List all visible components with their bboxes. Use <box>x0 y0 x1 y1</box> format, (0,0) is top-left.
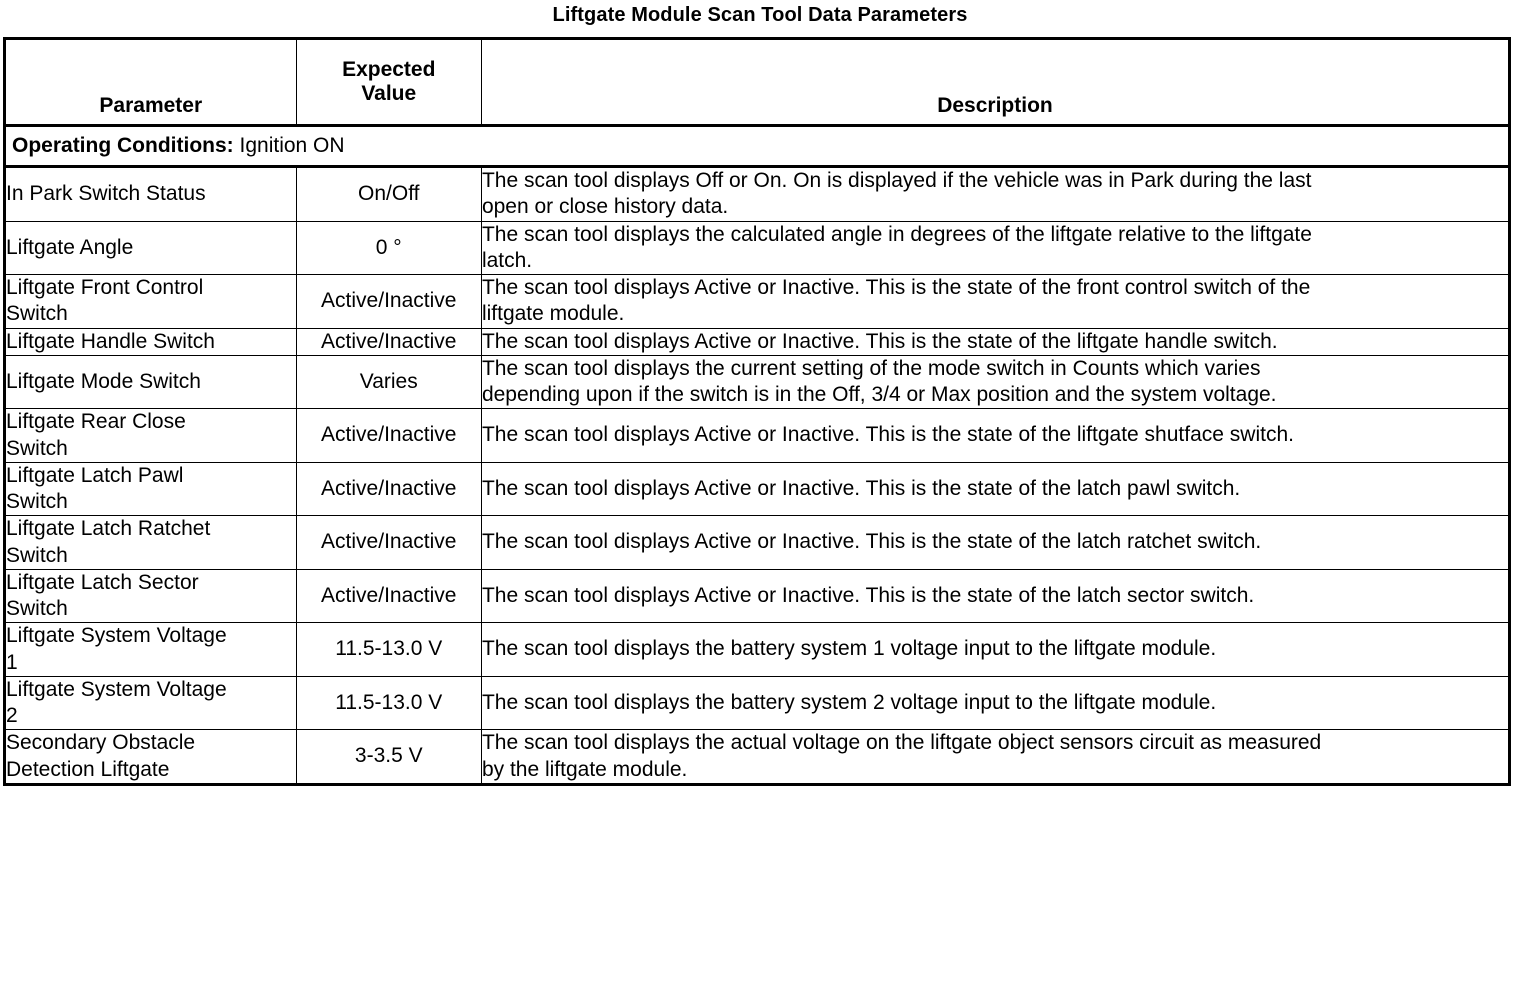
description-line: The scan tool displays the actual voltag… <box>481 731 1322 755</box>
parameter-line: Liftgate Mode Switch <box>6 369 201 393</box>
parameter-cell: In Park Switch Status <box>4 166 297 222</box>
expected-value-cell: 11.5-13.0 V <box>295 622 482 677</box>
description-line: latch. <box>481 248 533 272</box>
description-line: The scan tool displays Active or Inactiv… <box>481 476 1241 500</box>
expected-value-cell: 11.5-13.0 V <box>295 675 482 731</box>
expected-value-cell: Active/Inactive <box>295 515 482 570</box>
description-line: The scan tool displays the calculated an… <box>481 222 1312 246</box>
table-row: Liftgate Angle 0 °The scan tool displays … <box>4 220 1511 275</box>
operating-conditions-label: Operating Conditions: <box>12 134 234 157</box>
parameter-line: Liftgate Latch Sector <box>6 570 199 594</box>
description-cell: The scan tool displays Active or Inactiv… <box>480 461 1511 517</box>
column-header-expected-value-line2: Value <box>361 82 417 105</box>
parameter-line: Liftgate Latch Ratchet <box>6 517 211 541</box>
parameter-line: Switch <box>6 597 68 620</box>
description-line: The scan tool displays the current setti… <box>481 356 1261 380</box>
description-line: The scan tool displays Active or Inactiv… <box>481 530 1262 554</box>
operating-conditions-value: Ignition ON <box>239 134 345 157</box>
description-line: depending upon if the switch is in the O… <box>481 383 1277 406</box>
description-line: liftgate module. <box>481 302 625 326</box>
column-header-expected-value: Expected Value <box>295 38 482 127</box>
parameter-line: Liftgate System Voltage <box>6 624 227 648</box>
table-body: Operating Conditions: Ignition ON In Par… <box>4 125 1511 785</box>
description-cell: The scan tool displays Active or Inactiv… <box>480 568 1511 624</box>
expected-value-cell: Active/Inactive <box>295 568 482 624</box>
description-line: The scan tool displays Active or Inactiv… <box>481 329 1278 353</box>
description-cell: The scan tool displays the battery syste… <box>480 622 1511 677</box>
scan-tool-parameters-table: Parameter Expected Value Description Ope… <box>3 37 1511 786</box>
description-cell: The scan tool displays Active or Inactiv… <box>480 408 1511 463</box>
parameter-line: Switch <box>6 543 68 567</box>
parameter-line: Switch <box>6 436 68 460</box>
parameter-line: Liftgate Front Control <box>6 276 204 299</box>
column-header-expected-value-line1: Expected <box>342 58 436 82</box>
description-cell: The scan tool displays Active or Inactiv… <box>480 327 1511 356</box>
operating-conditions-row: Operating Conditions: Ignition ON <box>4 125 1510 168</box>
description-line: open or close history data. <box>481 195 729 219</box>
parameter-line: Liftgate Latch Pawl <box>6 463 184 487</box>
parameter-line: 1 <box>6 650 18 674</box>
description-cell: The scan tool displays the calculated an… <box>480 220 1511 275</box>
description-line: The scan tool displays Active or Inactiv… <box>481 423 1294 447</box>
parameter-line: Secondary Obstacle <box>6 731 196 755</box>
description-cell: The scan tool displays the battery syste… <box>480 675 1511 731</box>
parameter-line: Switch <box>6 302 68 326</box>
description-line: The scan tool displays the battery syste… <box>481 690 1217 714</box>
parameter-cell: Liftgate System Voltage 2 <box>4 675 297 731</box>
parameter-line: Switch <box>6 490 68 513</box>
description-cell: The scan tool displays Off or On. On is … <box>480 166 1511 222</box>
page-title: Liftgate Module Scan Tool Data Parameter… <box>552 4 968 26</box>
description-line: The scan tool displays the battery syste… <box>481 637 1217 661</box>
expected-value-cell: Varies <box>295 354 482 410</box>
description-line: The scan tool displays Active or Inactiv… <box>481 583 1255 607</box>
parameter-line: Liftgate Rear Close <box>6 410 186 434</box>
expected-value-cell: 0 ° <box>295 220 482 275</box>
description-cell: The scan tool displays Active or Inactiv… <box>480 274 1511 329</box>
description-line: by the liftgate module. <box>481 757 688 781</box>
expected-value-cell: On/Off <box>295 166 482 222</box>
operating-conditions-cell: Operating Conditions: Ignition ON <box>4 125 1510 168</box>
description-line: The scan tool displays Active or Inactiv… <box>481 276 1311 299</box>
parameter-line: Liftgate Handle Switch <box>6 329 215 353</box>
description-cell: The scan tool displays the current setti… <box>480 354 1511 410</box>
expected-value-cell: Active/Inactive <box>295 408 482 463</box>
column-header-description: Description <box>480 38 1511 127</box>
expected-value-cell: Active/Inactive <box>295 327 482 356</box>
expected-value-cell: Active/Inactive <box>295 274 482 329</box>
parameter-line: 2 <box>6 704 18 727</box>
parameter-line: In Park Switch Status <box>6 182 206 206</box>
description-cell: The scan tool displays Active or Inactiv… <box>480 515 1511 570</box>
expected-value-cell: 3-3.5 V <box>295 729 482 785</box>
parameter-cell: Liftgate Mode Switch <box>4 354 297 410</box>
table-header-row: Parameter Expected Value Description <box>4 38 1511 127</box>
column-header-parameter: Parameter <box>4 38 297 127</box>
expected-value-cell: Active/Inactive <box>295 461 482 517</box>
description-line: The scan tool displays Off or On. On is … <box>481 169 1312 192</box>
parameter-cell: Liftgate Handle Switch <box>4 327 297 356</box>
parameter-line: Liftgate System Voltage <box>6 677 227 701</box>
parameter-cell: Liftgate Angle <box>4 220 297 275</box>
parameter-line: Detection Liftgate <box>6 757 170 781</box>
description-cell: The scan tool displays the actual voltag… <box>480 729 1511 785</box>
parameter-line: Liftgate Angle <box>6 235 134 259</box>
